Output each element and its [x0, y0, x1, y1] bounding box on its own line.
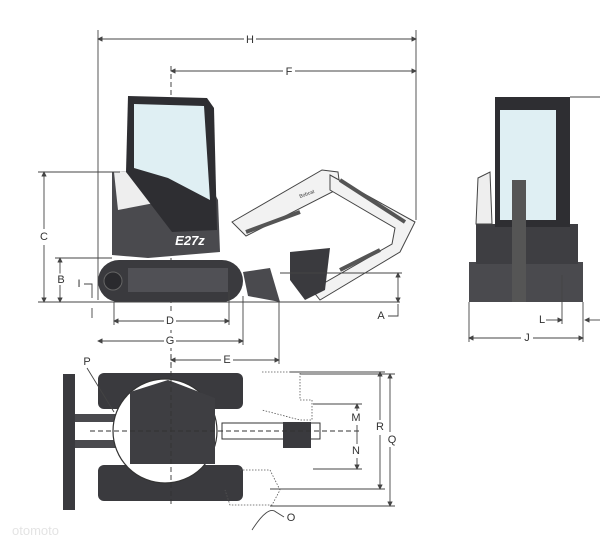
brand-text: Bobcat [299, 189, 316, 200]
model-badge: E27z [175, 233, 205, 248]
dim-label-f: F [286, 66, 293, 78]
dim-label-e: E [223, 354, 230, 366]
dim-label-h: H [246, 34, 254, 46]
dozer-blade [243, 268, 280, 302]
boom [512, 180, 526, 302]
cab-glass [134, 104, 210, 200]
cab-glass [500, 110, 556, 220]
dozer-blade [63, 374, 75, 510]
front-view: J L [468, 96, 600, 345]
dim-label-l: L [539, 314, 545, 326]
boom [231, 169, 341, 237]
dim-label-g: G [166, 335, 175, 347]
dim-label-c: C [40, 231, 48, 243]
dim-label-b: B [57, 274, 64, 286]
dim-label-o: O [287, 512, 296, 524]
dim-label-m: M [351, 412, 360, 424]
dim-label-d: D [166, 315, 174, 327]
dim-label-j: J [524, 332, 530, 344]
dim-label-a: A [377, 310, 385, 322]
watermark: otomoto [12, 523, 59, 538]
top-view: R Q M N P O [63, 355, 399, 531]
dim-label-r: R [376, 421, 384, 433]
dim-label-p: P [83, 356, 90, 368]
dim-label-i: I [77, 278, 80, 290]
dim-label-n: N [352, 445, 360, 457]
side-view: E27z Bobcat H F C B I D G E A [37, 30, 417, 367]
dim-label-q: Q [388, 434, 397, 446]
cab-roof [130, 380, 215, 464]
bucket [283, 422, 311, 448]
bucket [290, 248, 330, 300]
